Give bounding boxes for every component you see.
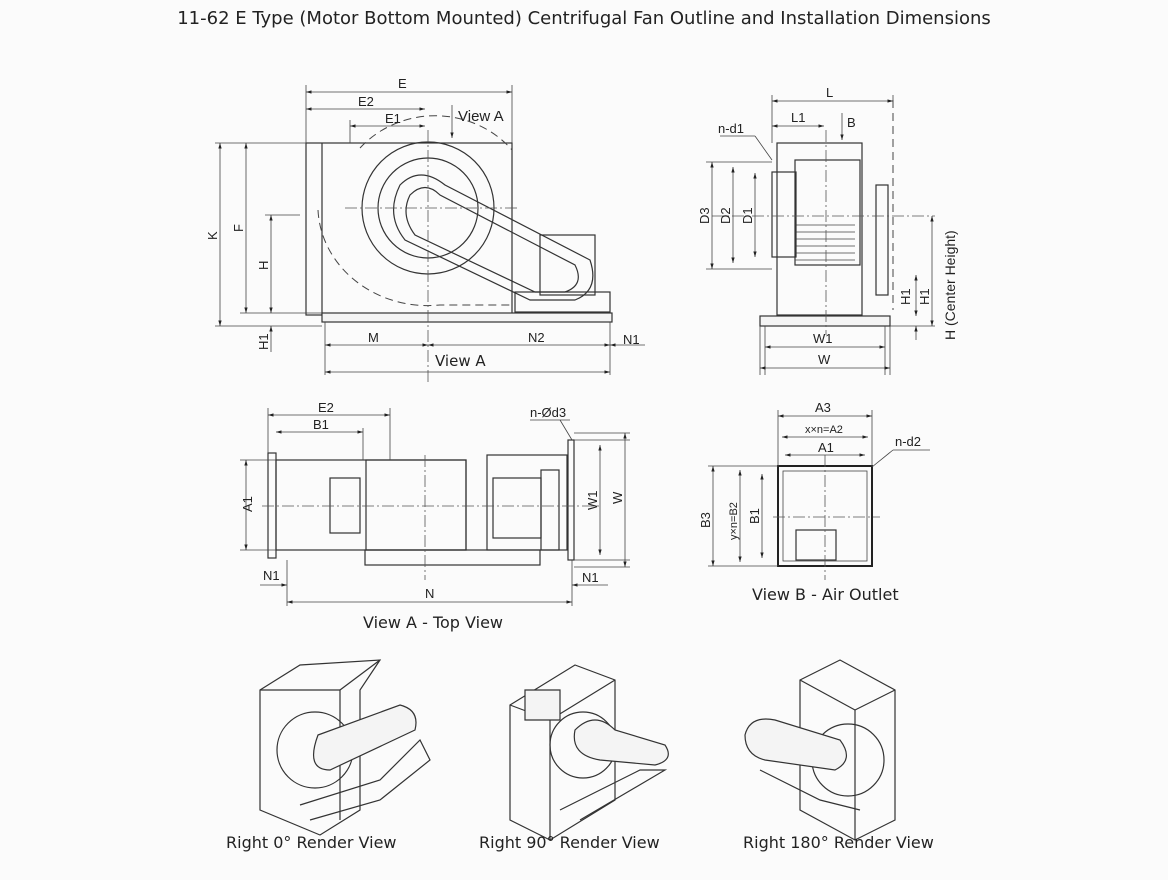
render-view-180: Right 180° Render View	[743, 659, 934, 852]
dim-label-W1: W1	[813, 331, 833, 346]
dim-label-F: F	[231, 224, 246, 232]
top-view: E2 B1 n-Ød3 A1 W1 W N1 N1 N View A - Top…	[240, 400, 630, 632]
dim-label-E: E	[398, 76, 407, 91]
dim-label-n-d2: n-d2	[895, 434, 921, 449]
render-view-180-caption: Right 180° Render View	[743, 833, 934, 852]
dim-label-B2: y×n=B2	[728, 502, 740, 540]
dim-label-center-height: H (Center Height)	[942, 230, 958, 340]
render-view-90: Right 90° Render View	[479, 664, 669, 852]
dim-label-A3: A3	[815, 400, 831, 415]
top-dim-label-N1-right: N1	[582, 570, 599, 585]
dim-label-N1: N1	[623, 332, 640, 347]
dim-label-H1-a: H1	[898, 288, 913, 305]
top-dim-label-N: N	[425, 586, 434, 601]
diagram-title: 11-62 E Type (Motor Bottom Mounted) Cent…	[177, 8, 991, 29]
top-dim-label-E2: E2	[318, 400, 334, 415]
top-dim-label-W: W	[610, 491, 625, 504]
render-view-90-caption: Right 90° Render View	[479, 833, 660, 852]
dim-label-B: B	[847, 115, 856, 130]
dim-label-D1: D1	[740, 207, 755, 224]
dim-label-H: H	[256, 261, 271, 270]
render-view-0-caption: Right 0° Render View	[226, 833, 397, 852]
dim-label-D3: D3	[697, 207, 712, 224]
render-view-0: Right 0° Render View	[226, 659, 431, 852]
dim-label-n-d3: n-Ød3	[530, 405, 566, 420]
side-view: L L1 B n-d1 D3 D2 D1 H1 H1 H (Center Hei…	[697, 85, 958, 375]
dim-label-B1: B1	[747, 508, 762, 524]
dim-label-N2: N2	[528, 330, 545, 345]
outlet-view: A3 x×n=A2 A1 n-d2 B3 y×n=B2 B1 View B - …	[698, 400, 930, 604]
dim-label-H1: H1	[256, 333, 271, 350]
top-dim-label-W1: W1	[585, 491, 600, 511]
view-a-arrow-label: View A	[458, 108, 504, 125]
front-view: E E2 E1 View A K F H H1 M N2 N1 View A	[205, 76, 645, 385]
dim-label-M: M	[368, 330, 379, 345]
top-dim-label-B1: B1	[313, 417, 329, 432]
dim-label-E1: E1	[385, 111, 401, 126]
dim-label-B3: B3	[698, 512, 713, 528]
top-dim-label-A1: A1	[240, 496, 255, 512]
top-view-caption: View A - Top View	[363, 613, 503, 632]
dim-label-L: L	[826, 85, 833, 100]
top-dim-label-N1-left: N1	[263, 568, 280, 583]
dim-label-W: W	[818, 352, 831, 367]
dim-label-E2: E2	[358, 94, 374, 109]
outlet-view-caption: View B - Air Outlet	[752, 585, 899, 604]
dim-label-n-d1: n-d1	[718, 121, 744, 136]
dim-label-A2: x×n=A2	[805, 424, 843, 436]
dim-label-K: K	[205, 231, 220, 240]
front-view-caption: View A	[435, 352, 486, 370]
dim-label-L1: L1	[791, 110, 805, 125]
dim-label-A1: A1	[818, 440, 834, 455]
dim-label-H1-b: H1	[917, 288, 932, 305]
dim-label-D2: D2	[718, 207, 733, 224]
